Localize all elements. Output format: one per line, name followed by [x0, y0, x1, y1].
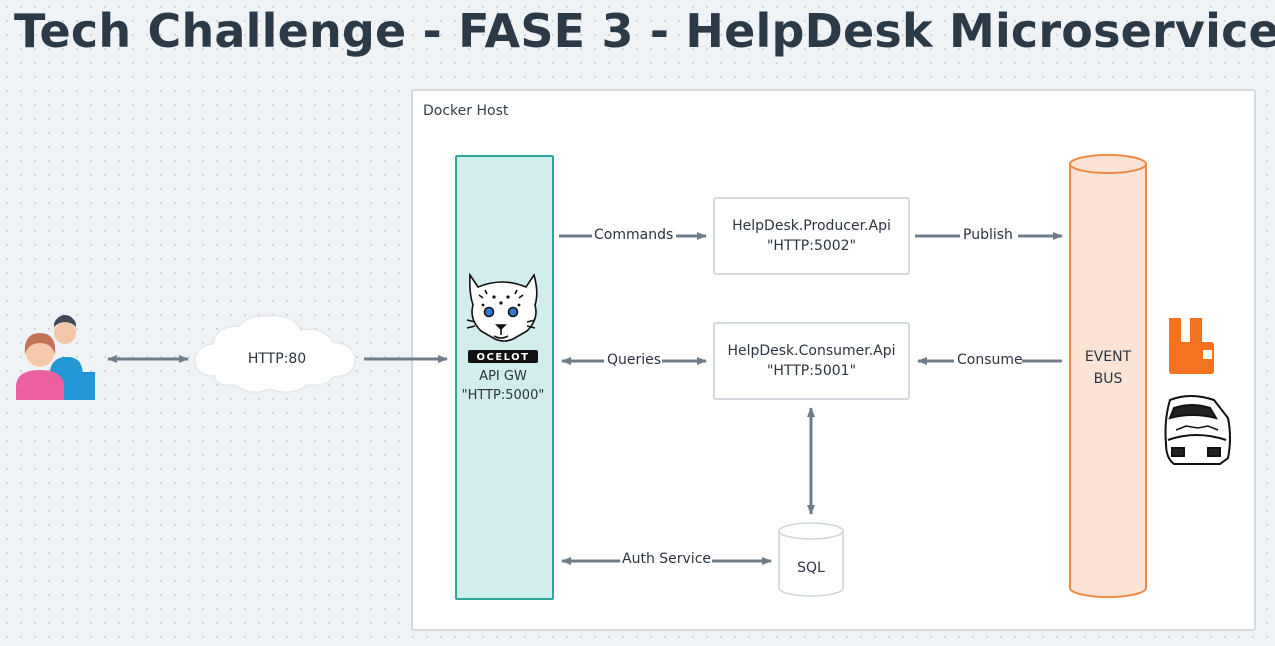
masstransit-logo-icon: [1164, 395, 1231, 465]
event-bus-line1: EVENT: [1084, 349, 1132, 365]
commands-label: Commands: [594, 227, 674, 243]
ocelot-logo-text: OCELOT: [476, 352, 529, 363]
consumer-api-port: "HTTP:5001": [766, 363, 857, 379]
queries-label: Queries: [607, 352, 662, 368]
event-bus-cylinder: [1069, 154, 1147, 598]
consumer-api-box: HelpDesk.Consumer.Api "HTTP:5001": [713, 322, 910, 400]
connector-arrows: [107, 232, 1063, 565]
auth-service-label: Auth Service: [622, 551, 712, 567]
page-title: Tech Challenge - FASE 3 - HelpDesk Micro…: [14, 4, 1275, 58]
users-icon: [16, 315, 95, 400]
api-gateway-port: "HTTP:5000": [461, 388, 545, 403]
producer-api-port: "HTTP:5002": [766, 238, 857, 254]
api-gateway-label: API GW "HTTP:5000": [447, 367, 559, 405]
api-gateway-name: API GW: [479, 369, 527, 384]
publish-label: Publish: [963, 227, 1013, 243]
event-bus-label: EVENT BUS: [1070, 346, 1146, 390]
consumer-api-name: HelpDesk.Consumer.Api: [727, 343, 896, 359]
cloud-icon: [194, 314, 356, 393]
sql-label: SQL: [797, 560, 825, 576]
database-icon: [778, 522, 844, 597]
docker-host-label: Docker Host: [423, 103, 509, 119]
producer-api-box: HelpDesk.Producer.Api "HTTP:5002": [713, 197, 910, 275]
ocelot-logo-icon: [466, 272, 538, 363]
rabbitmq-logo-icon: [1169, 318, 1214, 374]
cloud-label: HTTP:80: [247, 351, 307, 367]
api-gateway-box: [455, 155, 554, 600]
consume-label: Consume: [957, 352, 1023, 368]
event-bus-line2: BUS: [1093, 371, 1123, 387]
producer-api-name: HelpDesk.Producer.Api: [732, 218, 891, 234]
